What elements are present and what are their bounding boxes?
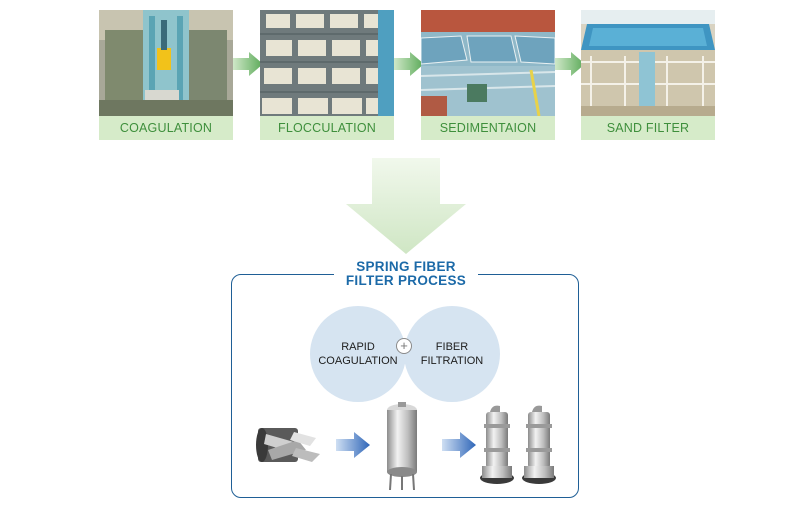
circle-label-line1: RAPID	[341, 341, 375, 353]
stage-label: FLOCCULATION	[260, 116, 394, 140]
panel-title: SPRING FIBER FILTER PROCESS	[334, 260, 478, 288]
arrow-right-icon	[233, 52, 263, 76]
arrow-right-icon	[442, 432, 476, 458]
stage-sedimentation: SEDIMENTAION	[421, 10, 555, 140]
fiber-filtration-circle: FIBER FILTRATION	[404, 306, 500, 402]
filter-tank-illustration	[387, 402, 417, 491]
arrow-right-icon	[336, 432, 370, 458]
sedimentation-tank-photo	[421, 10, 555, 116]
stage-coagulation: COAGULATION	[99, 10, 233, 140]
circle-label-line2: FILTRATION	[420, 355, 484, 367]
circle-label-line1: FIBER	[435, 341, 469, 353]
stage-label: SAND FILTER	[581, 116, 715, 140]
flocculation-tank-photo	[260, 10, 394, 116]
coagulation-tank-photo	[99, 10, 233, 116]
mixer-illustration	[256, 428, 320, 462]
plus-icon: +	[396, 338, 412, 354]
arrow-down-icon	[346, 158, 466, 254]
arrow-right-icon	[394, 52, 424, 76]
panel-title-line1: SPRING FIBER	[356, 259, 456, 274]
rapid-coagulation-circle: RAPID COAGULATION	[310, 306, 406, 402]
stage-label: SEDIMENTAION	[421, 116, 555, 140]
stage-label: COAGULATION	[99, 116, 233, 140]
stage-sand-filter: SAND FILTER	[581, 10, 715, 140]
arrow-right-icon	[555, 52, 585, 76]
fiber-filter-units-illustration	[480, 405, 556, 484]
sand-filter-photo	[581, 10, 715, 116]
stage-flocculation: FLOCCULATION	[260, 10, 394, 140]
panel-title-line2: FILTER PROCESS	[345, 273, 467, 288]
circle-label-line2: COAGULATION	[318, 355, 398, 367]
